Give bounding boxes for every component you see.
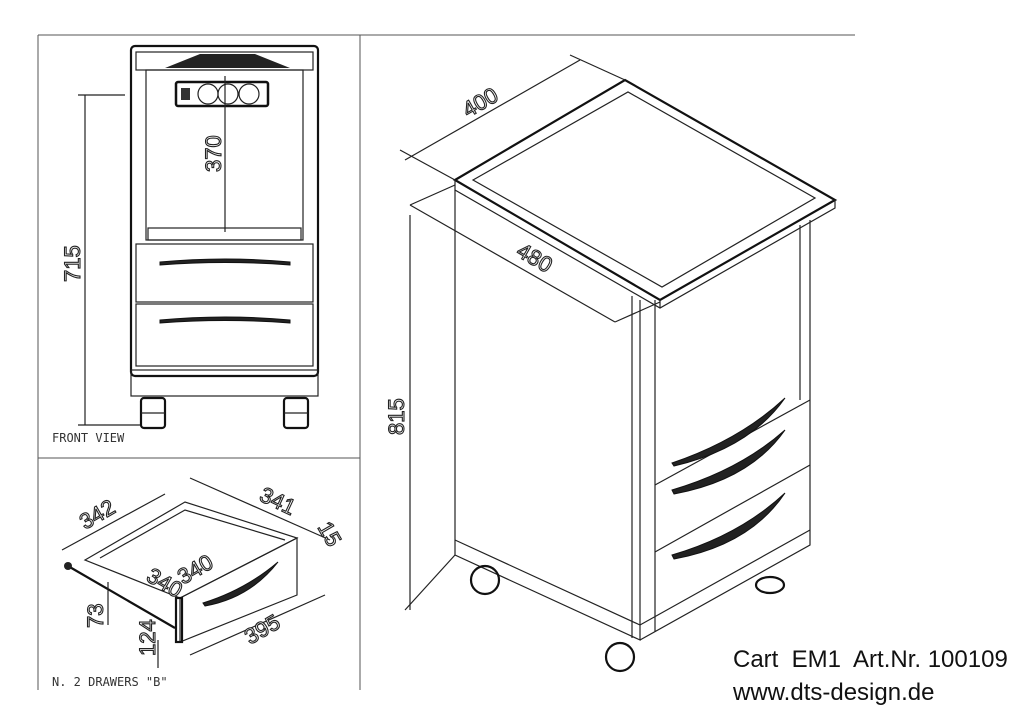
wheel-left <box>139 396 167 430</box>
front-view: 715 370 FRONT VIEW <box>52 44 320 445</box>
dim-drawer-outer-width: 342 <box>75 494 119 534</box>
power-socket-strip <box>174 80 270 108</box>
front-view-label: FRONT VIEW <box>52 431 125 445</box>
drawer-view-label: N. 2 DRAWERS "B" <box>52 675 168 689</box>
product-title: Cart EM1 Art.Nr. 100109 <box>733 646 1008 673</box>
wheels <box>469 564 786 673</box>
drawing-frame <box>37 34 855 690</box>
dim-drawer-inner-height: 73 <box>83 604 108 628</box>
wheel-right <box>282 396 310 430</box>
dim-cart-depth: 480 <box>513 238 557 278</box>
dim-drawer-outer-depth: 341 <box>256 482 300 520</box>
dim-cart-width: 400 <box>458 82 502 122</box>
dim-drawer-front-thickness: 15 <box>313 517 347 551</box>
drawer-view: 342 341 15 340 340 73 124 395 N. 2 DRAWE… <box>52 477 347 689</box>
dim-cart-height: 815 <box>384 398 409 435</box>
dim-socket-height: 370 <box>201 135 226 172</box>
website-text: www.dts-design.de <box>732 679 934 706</box>
dim-drawer-front-height: 124 <box>135 619 160 656</box>
dim-front-height: 715 <box>60 245 85 282</box>
isometric-view: 400 480 815 <box>383 54 838 673</box>
